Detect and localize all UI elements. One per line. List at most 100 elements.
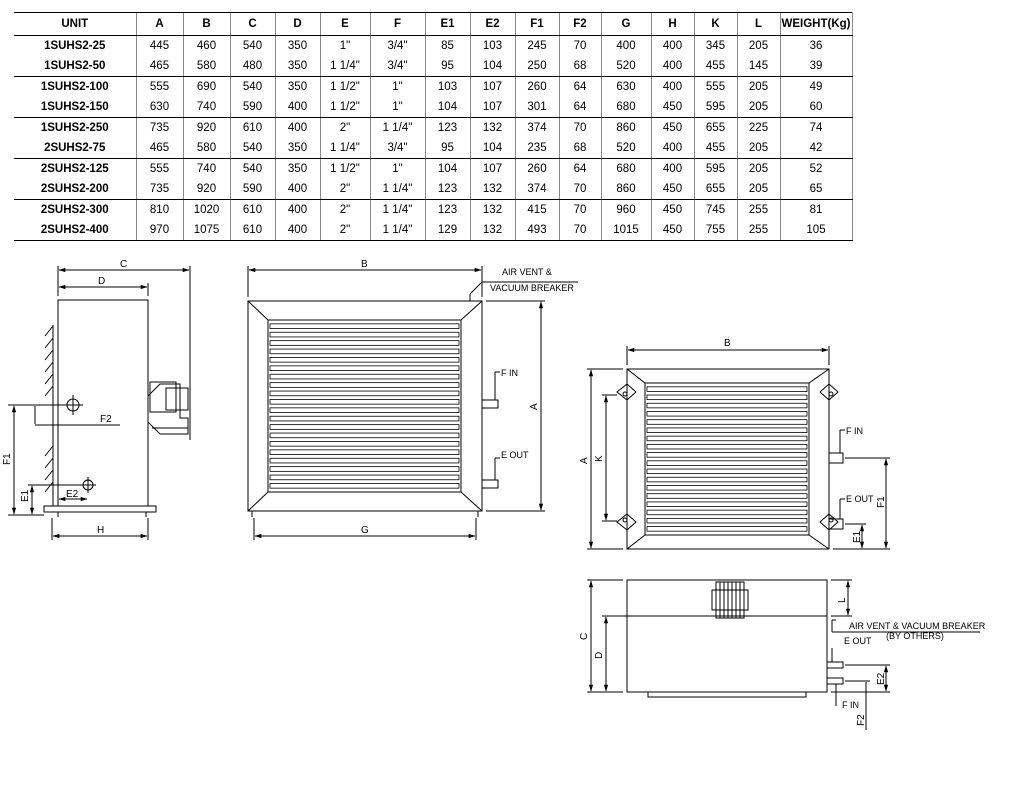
mount-tab xyxy=(819,513,839,531)
value-cell: 64 xyxy=(558,97,601,118)
dim-f1-label: F1 xyxy=(2,453,13,465)
value-cell: 520 xyxy=(600,138,651,159)
value-cell: 205 xyxy=(736,179,780,200)
value-cell: 105 xyxy=(779,220,853,241)
value-cell: 1075 xyxy=(182,220,230,241)
bottom-dim-l-label: L xyxy=(837,597,848,603)
value-cell: 85 xyxy=(424,35,470,56)
value-cell: 225 xyxy=(736,117,780,138)
dim-e1-label: E1 xyxy=(20,489,31,502)
value-cell: 690 xyxy=(182,76,230,97)
louver-frame-2 xyxy=(644,382,810,536)
value-cell: 680 xyxy=(600,158,651,179)
value-cell: 460 xyxy=(182,35,230,56)
louver-slat xyxy=(269,323,460,329)
column-header: A xyxy=(135,12,183,36)
value-cell: 445 xyxy=(135,35,183,56)
column-header: F2 xyxy=(558,12,601,36)
heater-front-outer-2 xyxy=(626,368,830,550)
louver-slat xyxy=(269,449,460,455)
value-cell: 1 1/4" xyxy=(319,56,370,77)
dim-d-label: D xyxy=(98,276,105,287)
value-cell: 39 xyxy=(779,56,853,77)
value-cell: 70 xyxy=(558,199,601,220)
value-cell: 374 xyxy=(514,179,559,200)
value-cell: 123 xyxy=(424,117,470,138)
value-cell: 60 xyxy=(779,97,853,118)
value-cell: 860 xyxy=(600,117,651,138)
e-out-label: E OUT xyxy=(501,450,529,460)
unit-cell: 1SUHS2-150 xyxy=(14,97,136,118)
value-cell: 260 xyxy=(514,158,559,179)
louver-slat xyxy=(646,411,808,417)
louver-slat xyxy=(269,382,460,388)
louver-frame xyxy=(267,319,462,493)
value-cell: 205 xyxy=(736,97,780,118)
value-cell: 960 xyxy=(600,199,651,220)
value-cell: 580 xyxy=(182,138,230,159)
e-out-pipe-3 xyxy=(826,661,844,669)
f-in-pipe-3 xyxy=(826,677,844,685)
value-cell: 104 xyxy=(469,138,515,159)
louver-slat xyxy=(646,509,808,516)
value-cell: 374 xyxy=(514,117,559,138)
value-cell: 1 1/2" xyxy=(319,97,370,118)
value-cell: 104 xyxy=(424,97,470,118)
by-others-label: (BY OTHERS) xyxy=(886,631,944,641)
dim-c-label: C xyxy=(120,259,127,270)
value-cell: 1 1/4" xyxy=(319,138,370,159)
louver-slat xyxy=(269,390,460,397)
value-cell: 400 xyxy=(274,97,320,118)
value-cell: 345 xyxy=(693,35,737,56)
value-cell: 540 xyxy=(229,158,275,179)
value-cell: 350 xyxy=(274,56,320,77)
bottom-e-out-label: E OUT xyxy=(844,636,872,646)
value-cell: 680 xyxy=(600,97,651,118)
value-cell: 400 xyxy=(650,158,694,179)
value-cell: 255 xyxy=(736,220,780,241)
value-cell: 64 xyxy=(558,76,601,97)
value-cell: 235 xyxy=(514,138,559,159)
value-cell: 1 1/2" xyxy=(319,76,370,97)
louver-slat xyxy=(269,432,460,439)
value-cell: 555 xyxy=(693,76,737,97)
value-cell: 1 1/4" xyxy=(369,179,425,200)
unit-cell: 2SUHS2-125 xyxy=(40,163,109,175)
right-f-in-label: F IN xyxy=(846,426,863,436)
louver-slat xyxy=(646,517,808,524)
value-cell: 250 xyxy=(514,56,559,77)
value-cell: 2" xyxy=(319,179,370,200)
value-cell: 70 xyxy=(558,117,601,138)
value-cell: 610 xyxy=(229,199,275,220)
value-cell: 81 xyxy=(779,199,853,220)
value-cell: 735 xyxy=(135,117,183,138)
value-cell: 1" xyxy=(369,97,425,118)
value-cell: 1020 xyxy=(182,199,230,220)
right-dim-k-label: K xyxy=(594,455,605,462)
value-cell: 129 xyxy=(424,220,470,241)
value-cell: 450 xyxy=(650,117,694,138)
value-cell: 920 xyxy=(182,117,230,138)
value-cell: 450 xyxy=(650,220,694,241)
front-dim-a-label: A xyxy=(529,403,540,410)
bottom-f-in-label: F IN xyxy=(842,700,859,710)
louver-slat xyxy=(646,443,808,450)
value-cell: 555 xyxy=(135,158,183,179)
value-cell: 465 xyxy=(135,138,183,159)
value-cell: 860 xyxy=(600,179,651,200)
louver-slat xyxy=(269,399,460,405)
bottom-grille xyxy=(647,691,807,698)
fan-motor-top xyxy=(711,581,749,619)
column-header: E2 xyxy=(469,12,515,36)
value-cell: 260 xyxy=(514,76,559,97)
side-view xyxy=(8,266,191,540)
value-cell: 132 xyxy=(469,220,515,241)
value-cell: 610 xyxy=(229,220,275,241)
value-cell: 2" xyxy=(319,117,370,138)
value-cell: 107 xyxy=(469,76,515,97)
